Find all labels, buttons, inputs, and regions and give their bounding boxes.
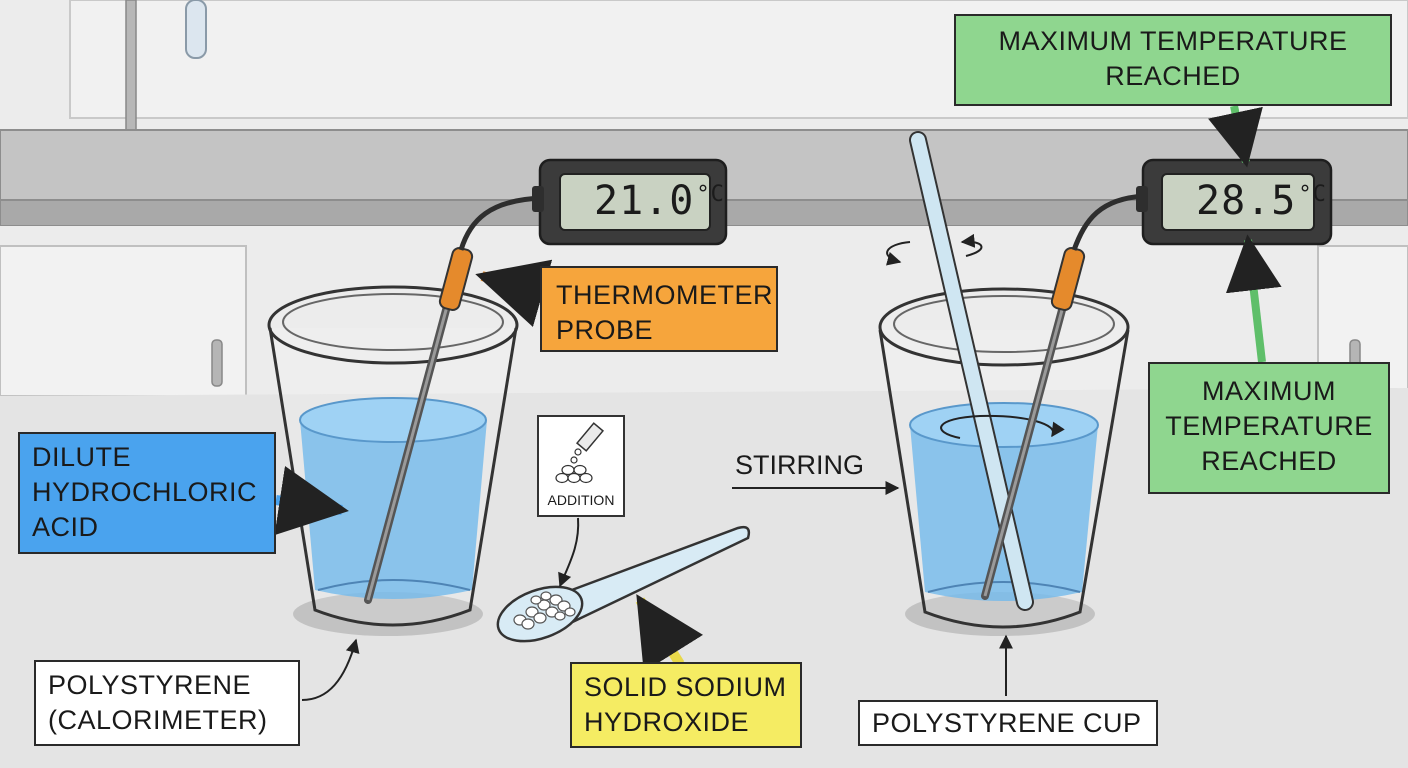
naoh-pellets-icon bbox=[513, 591, 576, 630]
addition-caption: ADDITION bbox=[547, 492, 615, 508]
max-temp-top-arrow bbox=[1208, 105, 1263, 168]
addition-arrow bbox=[558, 517, 580, 588]
acid-label-arrow bbox=[274, 465, 349, 536]
naoh-label-arrow bbox=[635, 594, 704, 672]
dilute-acid-label: DILUTE HYDROCHLORIC ACID bbox=[18, 432, 276, 554]
lcd-screen-initial bbox=[559, 173, 711, 231]
polystyrene-cup-label: POLYSTYRENE CUP bbox=[858, 700, 1158, 746]
right-cup bbox=[878, 131, 1147, 636]
pellet-pile-icon bbox=[555, 464, 593, 484]
lcd-reading-initial: 21.0°C bbox=[594, 178, 725, 224]
max-temp-side-arrow bbox=[1225, 234, 1282, 363]
probe-cable-left bbox=[458, 195, 543, 251]
max-temp-label-top: MAXIMUM TEMPERATURE REACHED bbox=[954, 14, 1392, 106]
calorimeter-label: POLYSTYRENE (CALORIMETER) bbox=[34, 660, 300, 746]
test-tube-icon bbox=[185, 0, 207, 59]
cabinet-door bbox=[0, 245, 247, 397]
initial-temperature-unit: °C bbox=[696, 182, 725, 207]
spatula-with-naoh bbox=[496, 525, 751, 643]
cabinet-handle-icon bbox=[211, 339, 223, 387]
beaker-pour-icon bbox=[575, 422, 605, 452]
calorimeter-label-arrow bbox=[301, 638, 360, 701]
final-temperature-unit: °C bbox=[1298, 182, 1327, 207]
final-temperature-value: 28.5 bbox=[1196, 178, 1297, 224]
lcd-reading-final: 28.5°C bbox=[1196, 178, 1327, 224]
initial-temperature-value: 21.0 bbox=[594, 178, 695, 224]
lcd-screen-final bbox=[1161, 173, 1315, 231]
probe-label-arrow bbox=[475, 259, 553, 327]
digital-thermometer-initial bbox=[532, 158, 728, 246]
addition-icon-box bbox=[537, 415, 625, 517]
probe-handle-left bbox=[438, 247, 474, 311]
left-cup bbox=[267, 195, 543, 636]
stirring-label: STIRRING bbox=[735, 450, 865, 480]
swirl-liquid-icon bbox=[940, 414, 1065, 439]
rotate-arrow-left-icon bbox=[886, 241, 911, 266]
digital-thermometer-final bbox=[1136, 158, 1333, 246]
max-temp-label-side: MAXIMUM TEMPERATURE REACHED bbox=[1148, 362, 1390, 494]
thermometer-probe-label: THERMOMETER PROBE bbox=[540, 266, 778, 352]
probe-cable-right bbox=[1071, 193, 1147, 251]
solid-naoh-label: SOLID SODIUM HYDROXIDE bbox=[570, 662, 802, 748]
rotate-arrow-right-icon bbox=[960, 233, 983, 257]
